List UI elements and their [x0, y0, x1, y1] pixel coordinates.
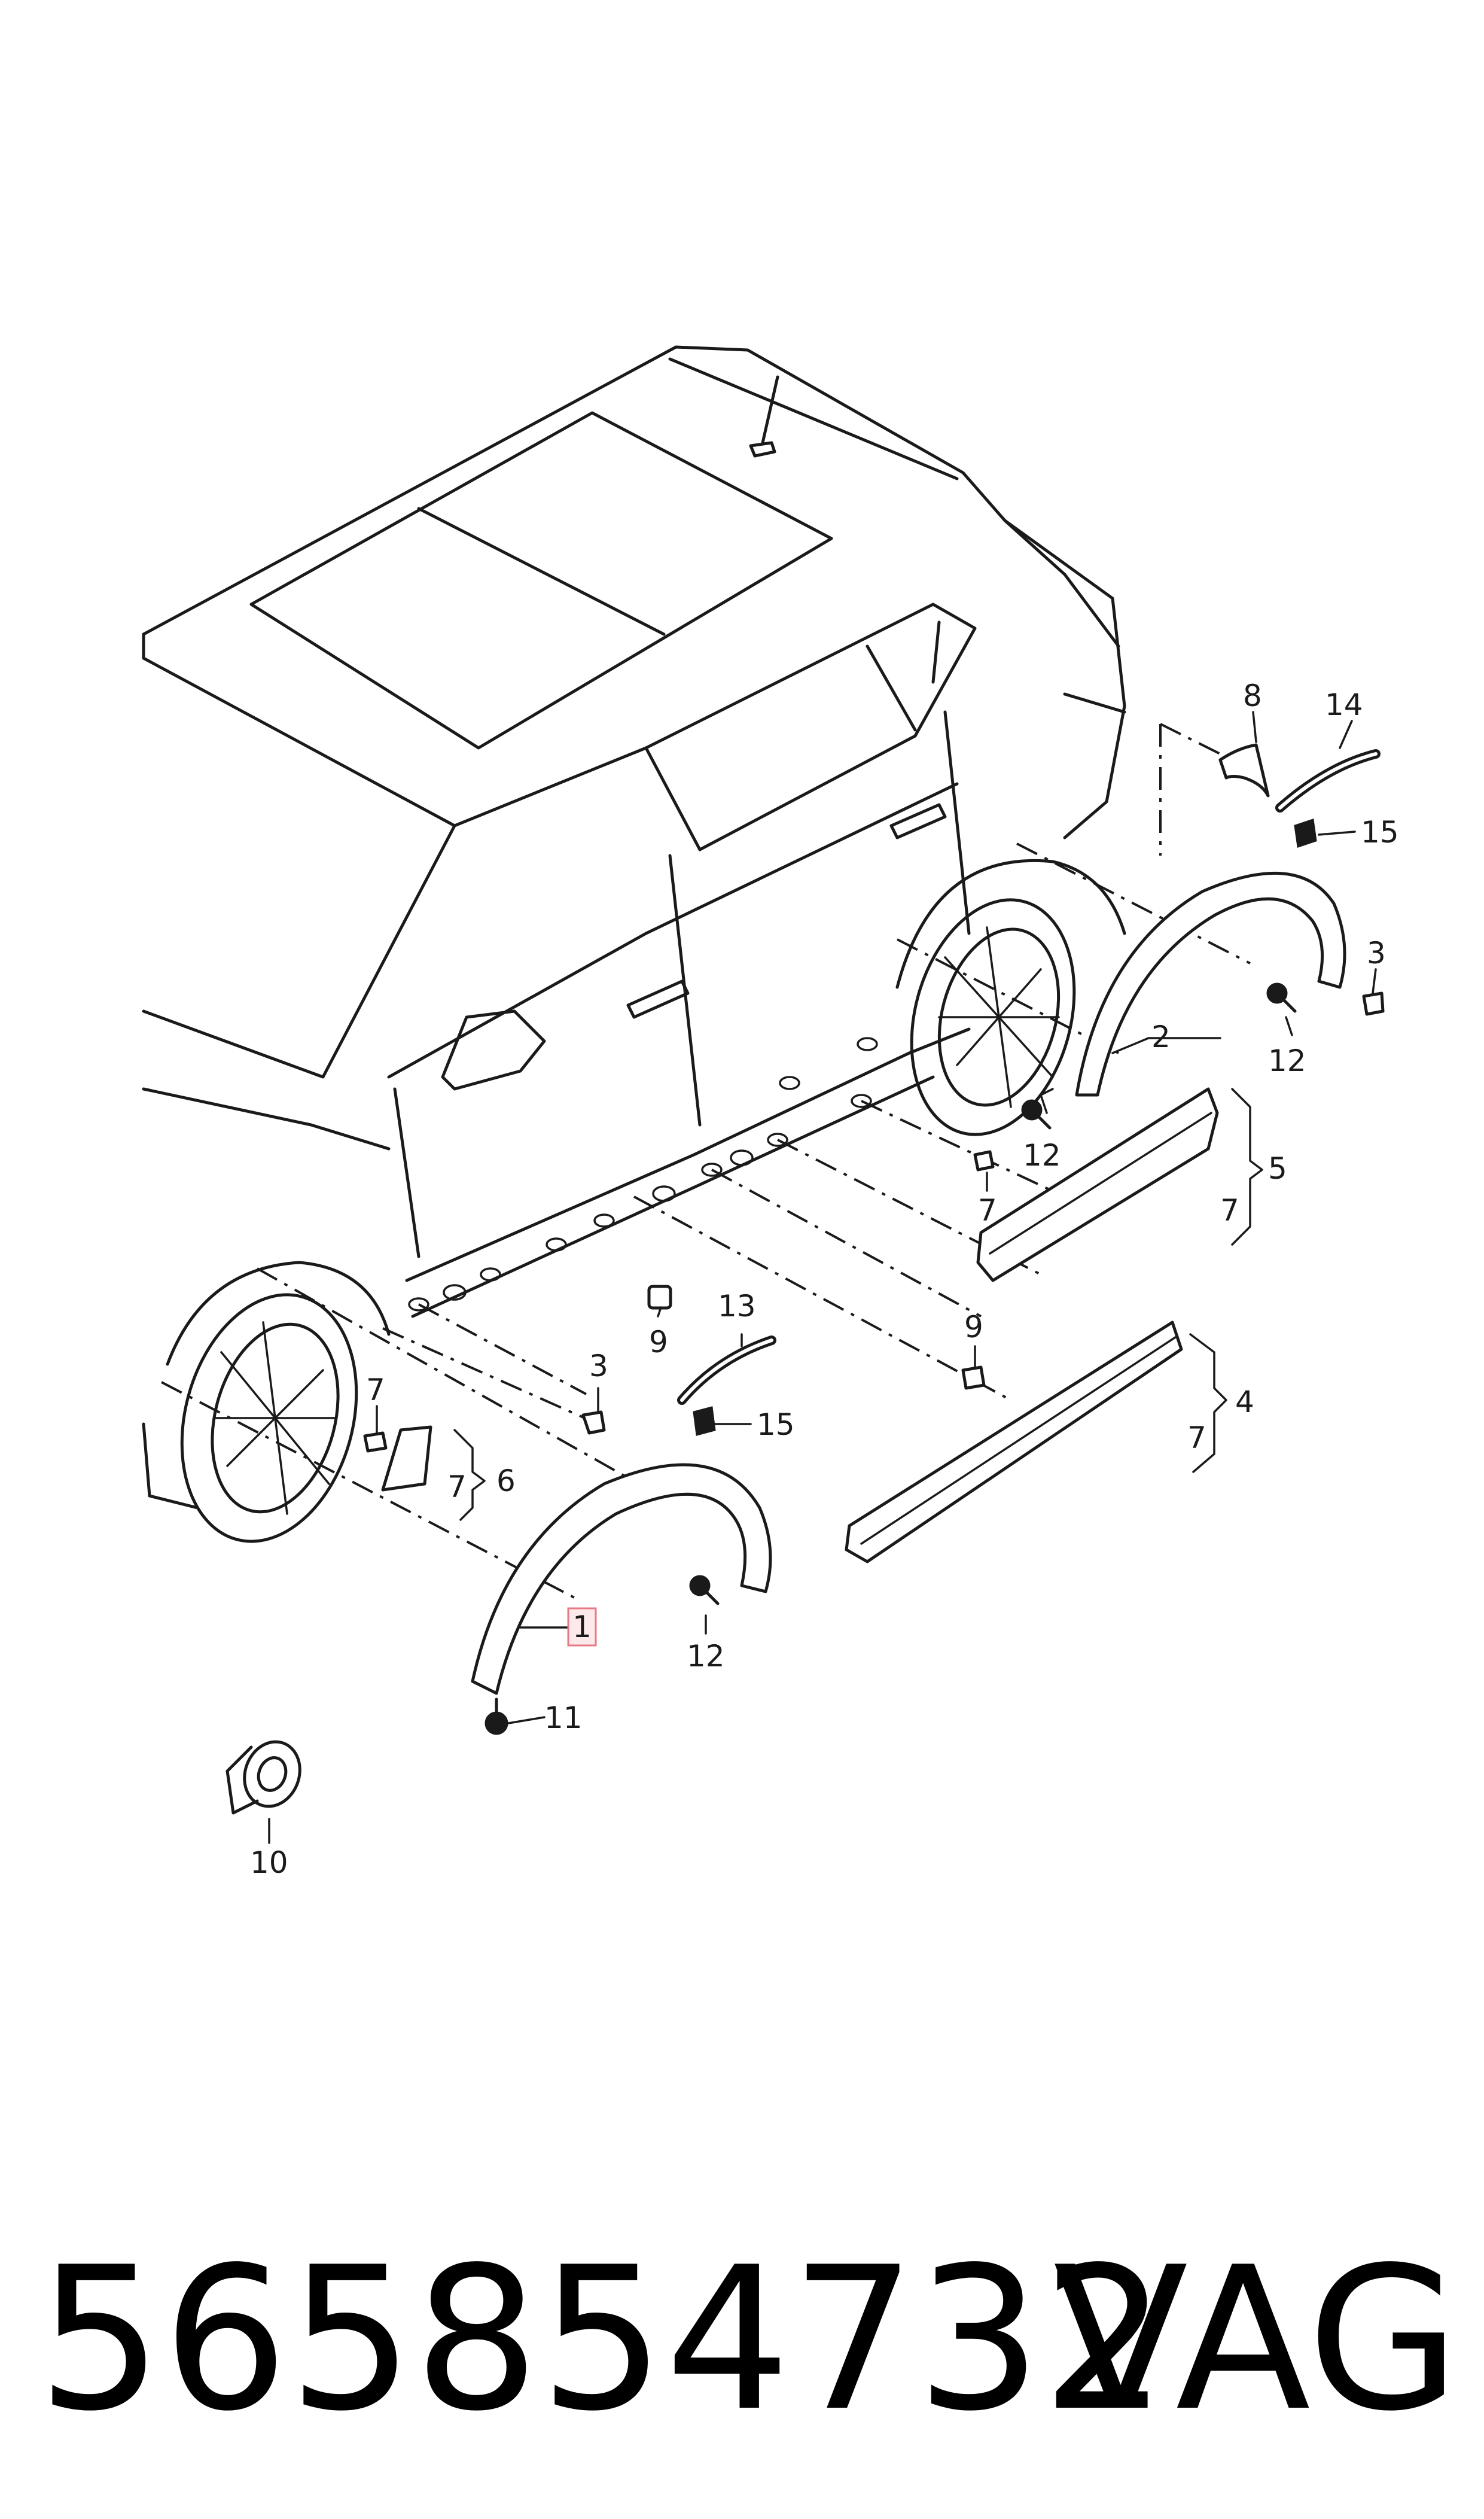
assembly-leader-lines: [161, 723, 1257, 1599]
part-4-front-door-moulding: [845, 1321, 1183, 1563]
callout-15-rear: 15: [1361, 815, 1399, 850]
part-8-rear-trim-segment: [1218, 743, 1270, 798]
callout-12-rear: 12: [1268, 1044, 1306, 1078]
part-12-screw-b: [1021, 1099, 1052, 1130]
callout-3-rear: 3: [1367, 936, 1386, 971]
callout-10: 10: [250, 1845, 288, 1880]
callout-9-door: 9: [964, 1310, 983, 1344]
part-3-clip-rear: [1362, 991, 1385, 1016]
callout-14: 14: [1325, 687, 1363, 722]
callout-2: 2: [1151, 1020, 1171, 1054]
part-6-trim-piece: [381, 1425, 432, 1492]
brand-label: VAG: [1053, 2225, 1460, 2454]
callout-7-bracket-6: 7: [447, 1470, 467, 1504]
front-wheel: [166, 1261, 391, 1543]
callout-3-front: 3: [589, 1349, 608, 1383]
part-11-screw: [484, 1697, 508, 1735]
callout-7-bracket-4: 7: [1187, 1420, 1206, 1455]
part-15-clip-rear: [1294, 819, 1317, 848]
part-15-clip-front: [693, 1406, 716, 1436]
callout-7-rear-clip: 7: [978, 1193, 997, 1228]
part-number-label: 565854732: [37, 2225, 1168, 2454]
part-7-clip-front: [363, 1431, 388, 1453]
part-13-seal-strip: [677, 1335, 776, 1405]
callout-7-front-clip: 7: [366, 1373, 385, 1407]
callout-11: 11: [544, 1700, 583, 1735]
callout-8: 8: [1243, 679, 1262, 713]
callout-leaders: [268, 711, 1377, 1844]
part-12-screw-c: [1266, 982, 1297, 1013]
callout-13: 13: [718, 1289, 756, 1324]
callout-5: 5: [1268, 1151, 1287, 1186]
sill-clip-holes: [408, 1037, 878, 1312]
callout-7-bracket-5: 7: [1220, 1193, 1239, 1228]
part-14-seal-strip: [1275, 749, 1381, 813]
callout-1-highlight-box: [567, 1607, 597, 1647]
part-10-adhesive-tape-roll: [226, 1740, 301, 1815]
part-9-clip-sill: [647, 1285, 672, 1310]
callout-1: 1: [572, 1610, 592, 1644]
callout-4: 4: [1235, 1385, 1254, 1419]
part-12-screw-a: [689, 1575, 720, 1605]
part-9-clip-door: [961, 1365, 986, 1390]
part-5-rear-door-moulding: [976, 1087, 1219, 1282]
callout-6: 6: [496, 1464, 516, 1498]
part-1-front-wheel-arch-trim: [471, 1463, 772, 1695]
callout-numbers: 1 2 3 3 4 5 6 7 7 7 7 7 8 9 9 10 11 12 1…: [250, 679, 1399, 1880]
callout-15-front: 15: [757, 1407, 795, 1442]
callout-9-sill: 9: [649, 1325, 668, 1359]
part-2-rear-wheel-arch-trim: [1075, 871, 1346, 1097]
callout-12-door: 12: [1023, 1138, 1061, 1173]
rear-wheel: [895, 859, 1126, 1136]
callout-12-front: 12: [687, 1639, 725, 1674]
part-3-clip-front: [581, 1410, 606, 1435]
part-7-clip-rear: [973, 1150, 995, 1172]
